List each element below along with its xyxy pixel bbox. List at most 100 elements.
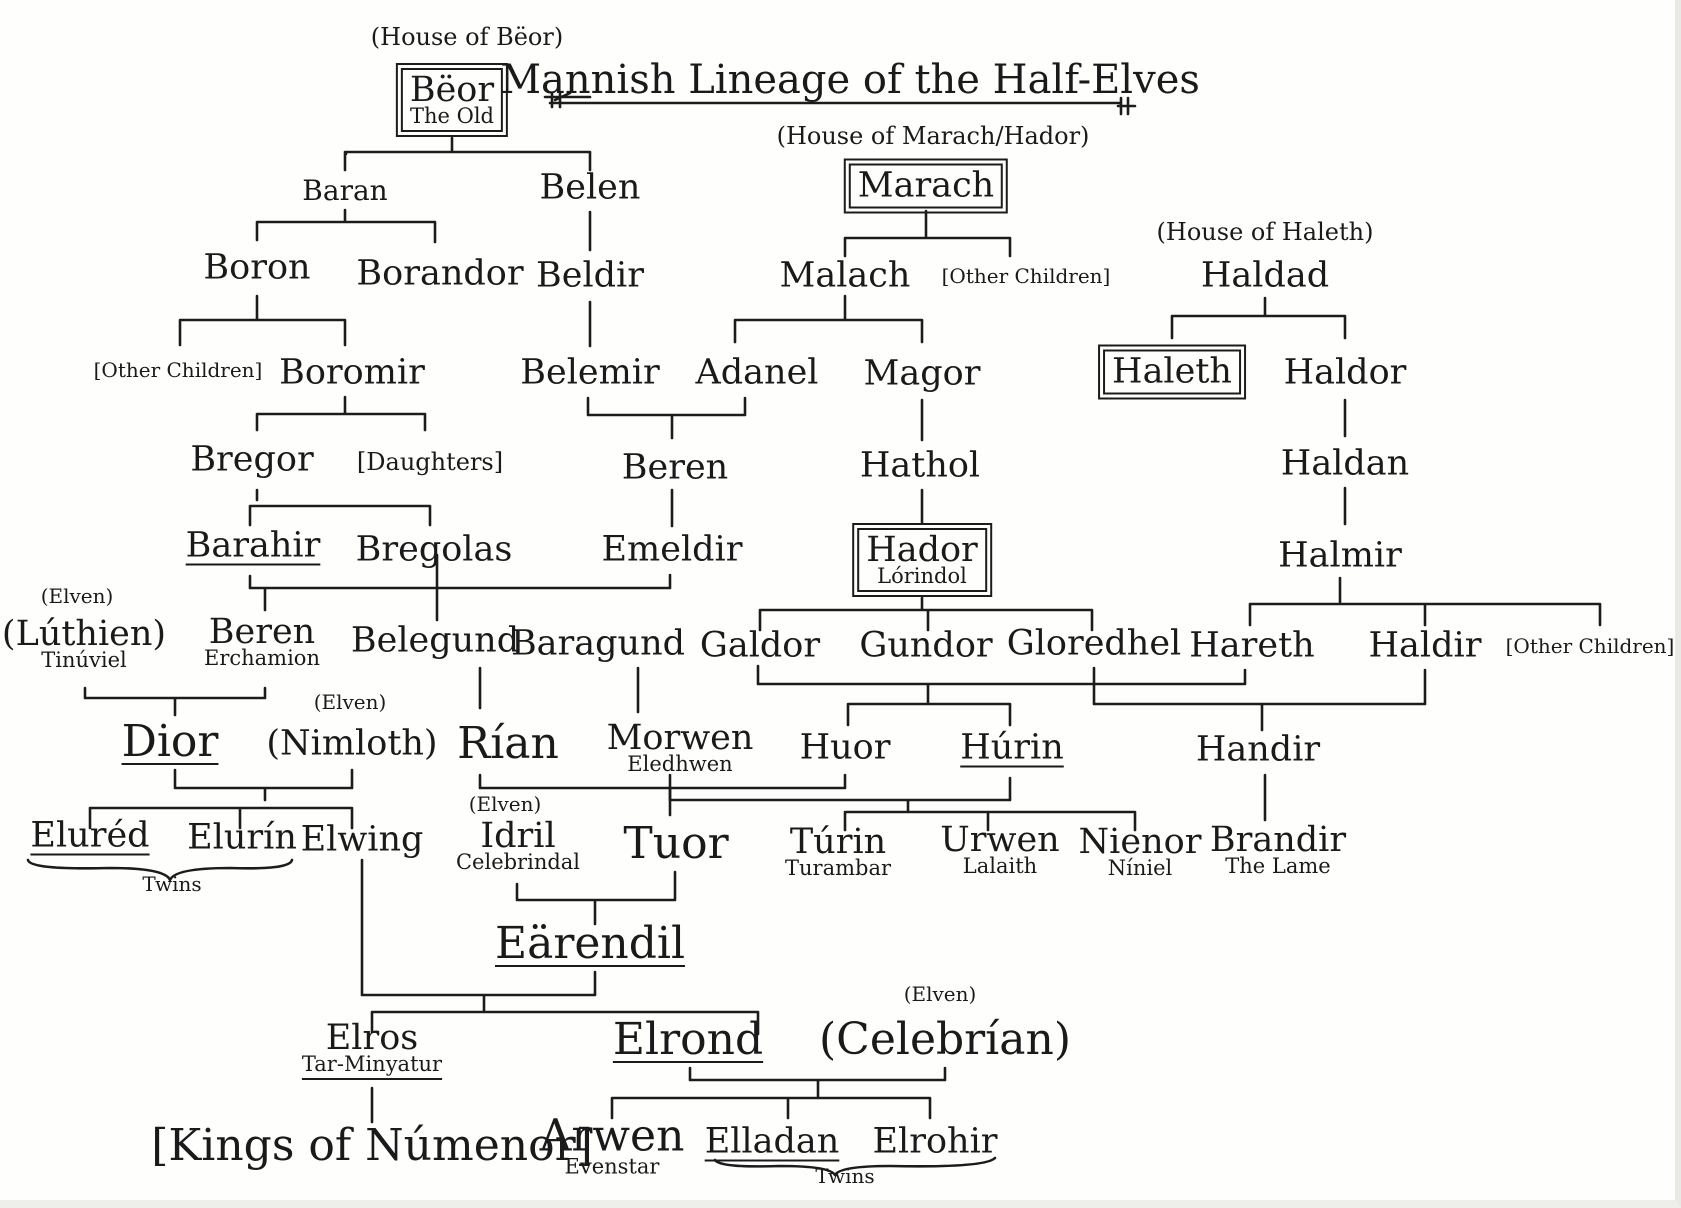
twins-label-2: Twins [815, 1164, 875, 1188]
line-galdor-hareth [756, 664, 1247, 727]
person-baran: Baran [302, 174, 388, 207]
line-hador-children [758, 596, 1094, 632]
person-handir: Handir [1195, 729, 1321, 770]
person-beren: Beren [621, 447, 729, 488]
line-beor-children [343, 136, 592, 172]
person-idril: Idril Celebrindal [456, 819, 580, 873]
person-name: Nienor [1078, 822, 1202, 862]
line-marach-children [843, 209, 1012, 258]
person-name: Hador [866, 530, 978, 570]
person-name: Idril [480, 816, 556, 856]
person-marach: Marach [843, 158, 1009, 214]
person-hareth: Hareth [1189, 625, 1315, 666]
person-belegund: Belegund [350, 620, 520, 661]
line-dior-nimloth [88, 768, 354, 830]
person-halmir: Halmir [1278, 535, 1402, 576]
person-huor: Huor [799, 727, 891, 768]
person-name: Urwen [940, 820, 1060, 860]
person-other-children-2: [Other Children] [941, 264, 1111, 288]
person-name: Arwen [539, 1110, 685, 1162]
person-name: Brandir [1209, 820, 1347, 860]
person-haldir: Haldir [1368, 625, 1482, 666]
person-turin: Túrin Turambar [785, 825, 891, 879]
person-elured: Eluréd [30, 815, 150, 856]
person-daughters: [Daughters] [356, 448, 504, 476]
line-morwen-hurin [668, 773, 1137, 832]
house-label-haleth: (House of Haleth) [1156, 218, 1374, 246]
person-elladan: Elladan [704, 1121, 840, 1162]
person-borandor: Borandor [356, 253, 524, 294]
person-celebrian: (Celebrían) [819, 1014, 1071, 1065]
person-kings-of-numenor: [Kings of Númenor] [151, 1120, 593, 1171]
person-haldor: Haldor [1283, 352, 1407, 393]
line-gloredhel-haldir [1092, 666, 1427, 732]
person-beren-erchamion: Beren Erchamion [204, 615, 320, 669]
person-belemir: Belemir [520, 352, 660, 393]
title-flourish-left [543, 91, 592, 109]
line-malach-children [733, 294, 924, 344]
person-name: (Lúthien) [1, 614, 167, 654]
person-title: Tar-Minyatur [301, 1052, 443, 1076]
line-boron-children [178, 294, 347, 347]
person-bregor: Bregor [190, 439, 314, 480]
person-name: Túrin [789, 822, 887, 862]
house-label-marach: (House of Marach/Hador) [776, 122, 1090, 150]
line-elwing-earendil [360, 858, 760, 1036]
title-flourish-right [1116, 96, 1137, 116]
line-idril-tuor [515, 870, 677, 926]
person-emeldir: Emeldir [601, 529, 743, 570]
person-baragund: Baragund [510, 623, 686, 664]
line-belemir-adanel [586, 396, 747, 440]
person-galdor: Galdor [699, 625, 821, 666]
person-gloredhel: Gloredhel [1006, 623, 1182, 664]
line-bregor-children [248, 488, 432, 527]
line-elrond-celebrian [610, 1066, 947, 1120]
person-magor: Magor [863, 353, 981, 394]
person-elurin: Elurín [187, 817, 297, 858]
line-bregolas-children-bar [248, 553, 672, 622]
person-title: Turambar [784, 856, 892, 880]
person-other-children-1: [Other Children] [93, 358, 263, 382]
person-title: Eledhwen [627, 752, 733, 776]
elven-label-celebrian: (Elven) [903, 982, 977, 1006]
person-barahir: Barahir [185, 525, 321, 566]
line-haldad-children [1170, 296, 1347, 340]
person-title: Evenstar [564, 1154, 660, 1179]
person-beldir: Beldir [536, 255, 644, 296]
person-morwen: Morwen Eledhwen [607, 721, 754, 775]
diagram-title: Mannish Lineage of the Half-Elves [500, 57, 1200, 103]
person-haldad: Haldad [1200, 255, 1330, 296]
elven-label-idril: (Elven) [468, 792, 542, 816]
person-beor: Bëor The Old [395, 63, 509, 137]
line-luthien-beren [83, 686, 267, 717]
person-title: Erchamion [204, 646, 320, 670]
elven-label-luthien: (Elven) [40, 584, 114, 608]
person-haleth: Haleth [1098, 344, 1246, 400]
person-name: Elros [325, 1018, 419, 1058]
person-hurin: Húrin [960, 727, 1064, 768]
person-elrohir: Elrohir [872, 1121, 998, 1162]
person-belen: Belen [539, 167, 641, 208]
person-gundor: Gundor [859, 625, 993, 666]
person-boron: Boron [203, 247, 311, 288]
person-title: Lalaith [962, 854, 1038, 878]
person-hador: Hador Lórindol [852, 523, 992, 597]
person-elrond: Elrond [612, 1014, 764, 1065]
twins-brace-1 [26, 858, 294, 882]
person-brandir: Brandir The Lame [1210, 823, 1346, 877]
person-name: Bëor [409, 70, 495, 110]
person-urwen: Urwen Lalaith [940, 823, 1059, 877]
person-title: Níniel [1107, 856, 1173, 880]
person-other-children-3: [Other Children] [1505, 634, 1675, 658]
person-name: Morwen [606, 718, 754, 758]
line-halmir-children [1248, 576, 1602, 627]
person-nimloth: (Nimloth) [266, 723, 438, 764]
person-boromir: Boromir [279, 352, 425, 393]
person-title: Celebrindal [455, 850, 581, 874]
person-elros: Elros Tar-Minyatur [302, 1021, 442, 1075]
person-dior: Dior [121, 716, 219, 767]
elven-label-nimloth: (Elven) [313, 690, 387, 714]
twins-brace-2 [713, 1156, 997, 1177]
person-luthien: (Lúthien) Tinúviel [2, 617, 166, 671]
